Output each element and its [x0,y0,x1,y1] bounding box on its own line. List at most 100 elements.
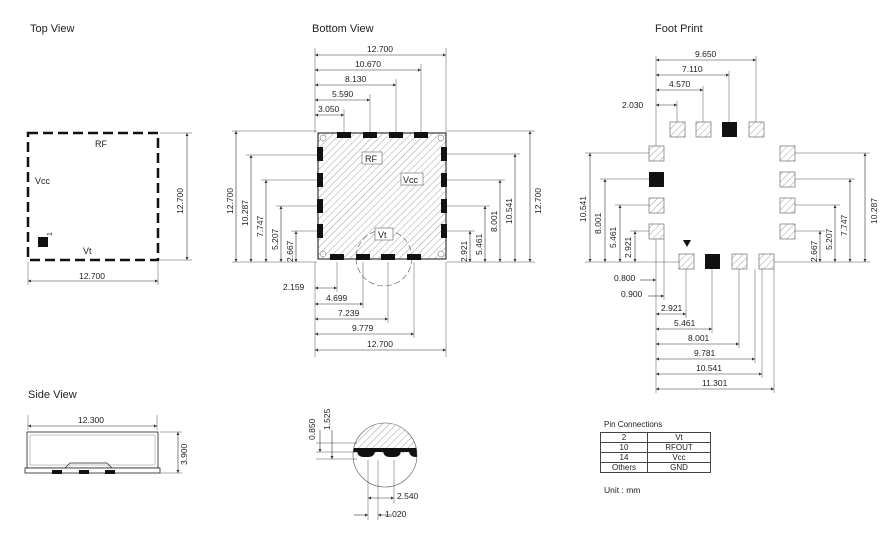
fp-bottom-dim: 10.541 [696,363,722,373]
fp-left-dim: 5.461 [608,226,618,248]
top-view-package-outline [26,131,160,262]
top-view-vcc-label: Vcc [35,176,51,186]
bottom-view-rf-label: RF [365,154,377,164]
bottom-view-heading: Bottom View [312,23,374,35]
fp-bottom-dim: 0.900 [621,289,643,299]
bottom-pin [389,132,403,138]
fp-right-dim: 7.747 [839,214,849,236]
top-view-height-dim: 12.700 [175,188,185,214]
fp-bottom-dim: 9.781 [694,348,716,358]
bv-right-dim: 12.700 [533,188,543,214]
bottom-pin [356,254,370,260]
pin-number: 14 [600,452,648,463]
side-view-body [26,431,159,469]
bv-bottom-dim: 12.700 [367,339,393,349]
fp-right-dim: 5.207 [824,228,834,250]
bv-left-dim: 5.207 [270,228,280,250]
pin-connections-title: Pin Connections [604,420,663,429]
pin1-marker [38,237,48,247]
fp-pad [779,145,796,162]
top-view-vt-label: Vt [83,246,92,256]
fp-pad [678,253,695,270]
bottom-pin [381,254,395,260]
top-view-rf-label: RF [95,139,107,149]
pad-detail: 0.850 1.525 2.540 1.020 [307,408,419,520]
pin-function: Vt [647,432,711,443]
side-view-width-dim: 12.300 [78,415,104,425]
bv-left-dim: 7.747 [255,215,265,237]
pin1-indicator-icon [683,240,691,247]
bv-top-dim: 5.590 [332,89,354,99]
bottom-pin [441,173,447,187]
bv-right-dim: 10.541 [504,198,514,224]
bv-top-dim: 8.130 [345,74,367,84]
bottom-view-vcc-label: Vcc [403,175,419,185]
pin-number: Others [600,462,648,473]
pin-function: RFOUT [647,442,711,453]
side-view-height-dim: 3.900 [179,443,189,465]
bottom-pin [337,132,351,138]
bottom-pin [330,254,344,260]
fp-left-dim: 10.541 [578,196,588,222]
fp-bottom-dim: 2.921 [661,303,683,313]
fp-pad [758,253,775,270]
foot-print: 9.650 7.110 4.570 2.030 10.541 8.001 5.4… [578,49,879,393]
bv-right-dim: 5.461 [474,233,484,255]
fp-left-dim: 8.001 [593,212,603,234]
bv-top-dim: 12.700 [367,44,393,54]
fp-pad [779,197,796,214]
side-view: 12.300 3.900 [24,415,189,474]
fp-pad [648,223,665,240]
fp-pad-signal [705,254,720,269]
bv-top-dim: 10.670 [355,59,381,69]
bottom-pin [414,132,428,138]
bv-left-dim: 2.667 [285,240,295,262]
fp-bottom-dim: 5.461 [674,318,696,328]
fp-pad [648,145,665,162]
bottom-pin [441,224,447,238]
detail-dim-c: 2.540 [397,491,419,501]
fp-pad [748,121,765,138]
fp-pad-signal [722,122,737,137]
top-view-width-dim: 12.700 [79,271,105,281]
bottom-pin [441,147,447,161]
detail-dim-d: 1.020 [385,509,407,519]
fp-pad [779,223,796,240]
fp-left-dim: 2.921 [623,236,633,258]
bottom-pin [363,132,377,138]
pin1-label: 1 [47,232,54,236]
fp-right-dim: 10.287 [869,198,879,224]
top-view: RF Vcc Vt 1 12.700 12.700 [26,131,192,285]
bv-bottom-dim: 9.779 [352,323,374,333]
bv-left-dim: 10.287 [240,200,250,226]
bv-left-dim: 12.700 [225,188,235,214]
fp-bottom-dim: 0.800 [614,273,636,283]
bv-bottom-dim: 2.159 [283,282,305,292]
bv-bottom-dim: 7.239 [338,308,360,318]
detail-dim-b: 1.525 [322,408,332,430]
fp-pad [731,253,748,270]
fp-pad-signal [649,172,664,187]
pin-number: 2 [600,432,648,443]
top-view-heading: Top View [30,23,74,35]
fp-top-dim: 4.570 [669,79,691,89]
bv-bottom-dim: 4.699 [326,293,348,303]
fp-top-dim: 2.030 [622,100,644,110]
fp-pad [648,197,665,214]
detail-dim-a: 0.850 [307,418,317,440]
pin-function: Vcc [647,452,711,463]
bottom-view-vt-label: Vt [378,230,387,240]
bottom-pin [317,199,323,213]
foot-print-heading: Foot Print [655,23,703,35]
pin-function: GND [647,462,711,473]
unit-note: Unit : mm [604,485,641,495]
fp-pad [779,171,796,188]
fp-pad [669,121,686,138]
bottom-pin [441,199,447,213]
